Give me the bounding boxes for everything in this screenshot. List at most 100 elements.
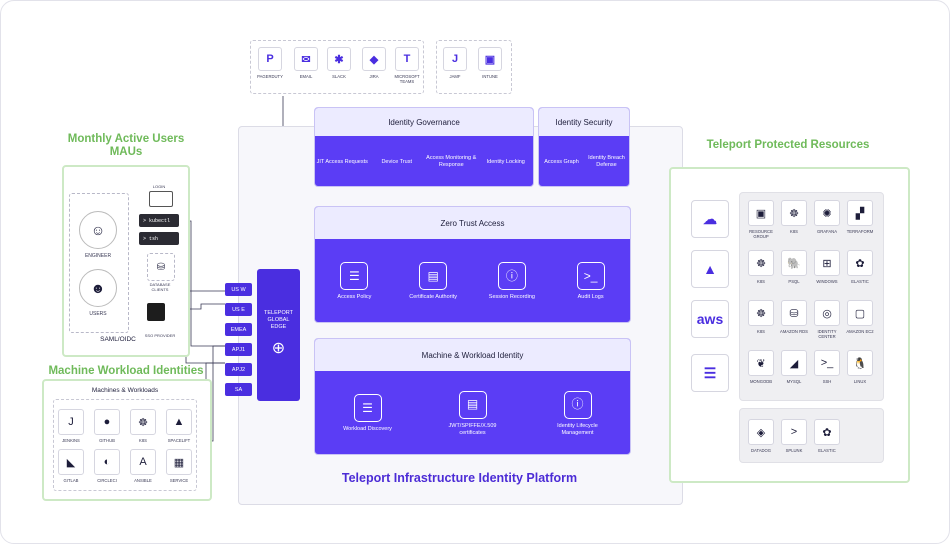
rds-icon: ⛁ <box>781 300 807 326</box>
resource-label: MYSQL <box>786 379 802 384</box>
sso-provider-label: SSO PROVIDER <box>144 333 176 338</box>
datadog-icon: ◈ <box>748 419 774 445</box>
login-label: LOGIN <box>152 184 166 189</box>
resource-group-icon: ▣ <box>748 200 774 226</box>
mwi-title: Machine Workload Identities <box>48 365 204 377</box>
machine-item: ☰ Workload Discovery <box>315 394 420 433</box>
region-button[interactable]: APJ1 <box>225 343 252 356</box>
linux-icon: 🐧 <box>847 350 873 376</box>
database-icon: ⛁ <box>147 253 175 281</box>
email-icon: ✉ <box>294 47 318 71</box>
gitlab-icon: ◣ <box>58 449 84 475</box>
notification-label: EMAIL <box>299 74 313 79</box>
mau-title-line2: MAUs <box>109 146 143 159</box>
terraform-icon: ▞ <box>847 200 873 226</box>
info-icon: ⓘ <box>497 262 526 291</box>
list-icon: ☰ <box>353 394 382 423</box>
zero_trust-item: >_Audit Logs <box>551 262 630 301</box>
windows-icon: ⊞ <box>814 250 840 276</box>
workload-label: JENKINS <box>62 438 80 443</box>
region-button[interactable]: APJ2 <box>225 363 252 376</box>
notification-item: T MICROSOFT TEAMS <box>387 47 427 84</box>
resource-item: ❦MONGODB <box>744 350 778 384</box>
notification-label: JIRA <box>369 74 379 79</box>
security-item: Identity Breach Defense <box>588 155 625 168</box>
kubectl-terminal: > kubectl <box>139 214 179 227</box>
notification-item: J JAMF <box>435 47 475 79</box>
engineer-icon: ☺ <box>79 211 117 249</box>
globe-icon: ⊕ <box>271 340 286 358</box>
notification-label: JAMF <box>449 74 461 79</box>
resource-item: ⊞ WINDOWS <box>810 250 844 284</box>
kubernetes-icon: ☸ <box>748 250 774 276</box>
governance-item: JIT Access Requests <box>316 158 368 165</box>
edge-label: TELEPORT GLOBAL EDGE <box>264 309 293 331</box>
zero_trust-item: ☰ Access Policy <box>315 262 394 301</box>
notification-item: P PAGERDUTY <box>250 47 290 79</box>
engineer-label: ENGINEER <box>84 253 112 259</box>
ssh-icon: >_ <box>814 350 840 376</box>
notification-label: MICROSOFT TEAMS <box>394 74 420 85</box>
resource-label: AMAZON EC2 <box>846 329 874 334</box>
resource-label: K8S <box>790 229 798 234</box>
notification-label: PAGERDUTY <box>257 74 283 79</box>
database-clients-label: DATABASE CLIENTS <box>149 282 171 292</box>
jamf-icon: J <box>443 47 467 71</box>
certificate-icon: ▤ <box>419 262 448 291</box>
login-window-icon <box>149 191 173 207</box>
resource-label: LINUX <box>853 379 867 384</box>
region-button[interactable]: SA <box>225 383 252 396</box>
teleport-global-edge: TELEPORT GLOBAL EDGE ⊕ <box>257 269 300 401</box>
zero_trust-item-label: Certificate Authority <box>409 294 457 301</box>
mwi-subtitle: Machines & Workloads <box>91 387 159 394</box>
resource-item: ⛁ AMAZON RDS <box>777 300 811 334</box>
ec2-icon: ▢ <box>847 300 873 326</box>
slack-icon: ✱ <box>327 47 351 71</box>
governance-item: Device Trust <box>381 158 413 165</box>
resource-label: IDENTITY CENTER <box>817 329 837 340</box>
resource-item: ▞TERRAFORM <box>843 200 877 234</box>
aws-icon: aws <box>691 300 729 338</box>
list-icon: ☰ <box>340 262 369 291</box>
identity-center-icon: ◎ <box>814 300 840 326</box>
resource-label: AMAZON RDS <box>780 329 808 334</box>
zero-trust-access-card: Zero Trust Access ☰Access Policy▤Certifi… <box>314 206 631 323</box>
jira-icon: ◆ <box>362 47 386 71</box>
teams-icon: T <box>395 47 419 71</box>
machine-workload-identity-card: Machine & Workload Identity ☰Workload Di… <box>314 338 631 455</box>
github-icon: ● <box>94 409 120 435</box>
resource-item: ☸K8S <box>744 300 778 334</box>
mysql-icon: ◢ <box>781 350 807 376</box>
users-icon: ☻ <box>79 269 117 307</box>
resource-label: WINDOWS <box>816 279 838 284</box>
users-group <box>69 193 129 333</box>
resource-item: ☸ K8S <box>777 200 811 234</box>
gcp-icon: ☁ <box>691 200 729 238</box>
workload-item: ●GITHUB <box>89 409 125 443</box>
resource-item: ▢ AMAZON EC2 <box>843 300 877 334</box>
governance-item: Access Monitoring & Response <box>426 155 477 168</box>
resource-label: SSH <box>822 379 832 384</box>
region-button[interactable]: US E <box>225 303 252 316</box>
machine-item-label: JWT/SPIFFE/X.509 certificates <box>448 422 497 436</box>
zero_trust-item-label: Access Policy <box>337 294 372 301</box>
kubernetes-icon: ☸ <box>781 200 807 226</box>
region-button[interactable]: US W <box>225 283 252 296</box>
resource-label: PSQL <box>788 279 800 284</box>
governance-item: Identity Locking <box>486 158 525 165</box>
workload-item: ▲SPACELIFT <box>161 409 197 443</box>
pagerduty-icon: P <box>258 47 282 71</box>
notification-item: ◆ JIRA <box>354 47 394 79</box>
ansible-icon: A <box>130 449 156 475</box>
machine-item-label: Workload Discovery <box>343 426 392 433</box>
security-item: Access Graph <box>544 158 579 165</box>
zero_trust-item: ▤ Certificate Authority <box>394 262 473 301</box>
kubernetes-icon: ☸ <box>748 300 774 326</box>
region-button[interactable]: EMEA <box>225 323 252 336</box>
jenkins-icon: J <box>58 409 84 435</box>
